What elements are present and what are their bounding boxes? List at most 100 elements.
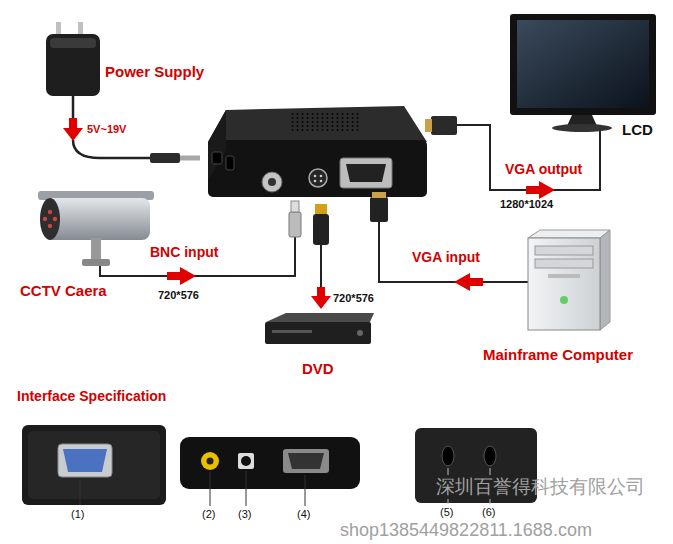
red-arrow xyxy=(63,128,83,141)
red-arrow xyxy=(539,181,555,199)
vga-output-cable xyxy=(425,116,600,190)
red-arrow xyxy=(469,278,483,286)
vga-port-photo xyxy=(63,449,107,472)
cctv-camera xyxy=(40,198,60,240)
converter-box xyxy=(340,158,392,188)
vga-output-cable xyxy=(431,116,457,135)
computer-tower xyxy=(528,230,610,330)
device-name: CCTV Caera xyxy=(20,282,109,299)
bnc-cable xyxy=(289,212,301,237)
av-ports-photo xyxy=(283,449,329,473)
computer-tower xyxy=(528,238,600,330)
av-ports-photo xyxy=(210,471,305,506)
converter-box xyxy=(290,113,360,131)
device-label: LCD xyxy=(622,121,655,138)
av-ports-photo xyxy=(180,437,360,489)
power-adapter xyxy=(150,153,180,163)
callout-number: (3) xyxy=(238,508,251,521)
red-arrow xyxy=(311,296,331,309)
device-name: Mainframe Computer xyxy=(483,346,636,363)
vga-port-photo xyxy=(58,444,112,477)
vga-input-cable xyxy=(379,222,528,282)
signal-label: 720*576 xyxy=(158,289,199,302)
computer-tower xyxy=(600,230,610,330)
red-arrow xyxy=(526,186,540,194)
power-adapter xyxy=(73,96,150,158)
av-ports-photo xyxy=(241,456,251,466)
device-name: Power Supply xyxy=(105,63,207,80)
cctv-camera xyxy=(43,217,47,221)
red-arrow xyxy=(167,272,181,280)
signal-label: 720*576 xyxy=(333,292,374,305)
lcd-monitor xyxy=(517,20,649,108)
av-ports-photo xyxy=(207,458,214,465)
cctv-camera xyxy=(91,238,101,262)
device-label: Power Supply xyxy=(105,63,207,80)
converter-box xyxy=(346,164,386,182)
vga-port-photo xyxy=(28,431,160,499)
av-ports-photo xyxy=(180,437,360,506)
av-ports-photo xyxy=(201,452,219,470)
watermark: 深圳百誉得科技有限公司 xyxy=(436,477,645,496)
callout-number: (2) xyxy=(202,508,215,521)
lcd-monitor xyxy=(510,14,656,132)
device-label: Mainframe Computer xyxy=(483,346,636,363)
power-adapter xyxy=(50,38,96,48)
s-video-cable xyxy=(315,204,327,215)
red-arrow xyxy=(180,267,196,285)
s-video-cable xyxy=(313,204,329,289)
bnc-cable xyxy=(291,201,299,212)
converter-box xyxy=(208,106,427,197)
power-adapter xyxy=(46,22,200,163)
dvd-player xyxy=(265,313,374,344)
red-arrow xyxy=(454,273,483,291)
lcd-monitor xyxy=(552,124,612,132)
red-arrow xyxy=(167,267,196,285)
bnc-cable xyxy=(100,201,301,276)
red-arrow xyxy=(454,273,470,291)
vga-input-cable xyxy=(370,197,388,222)
red-arrow xyxy=(69,118,77,129)
cctv-camera xyxy=(48,210,52,214)
device-name: LCD xyxy=(622,121,655,138)
watermark: shop1385449822811.1688.com xyxy=(340,521,592,539)
signal-label: VGA input xyxy=(412,249,480,265)
s-video-cable xyxy=(320,245,322,289)
dvd-player xyxy=(357,330,363,336)
converter-box xyxy=(314,180,317,183)
vga-output-cable xyxy=(457,125,600,190)
signal-label: 1280*1024 xyxy=(500,198,553,211)
red-arrow xyxy=(526,181,555,199)
computer-tower xyxy=(548,274,580,278)
computer-tower xyxy=(535,259,593,268)
signal-label: Interface Specification xyxy=(17,388,166,404)
device-name: DVD xyxy=(302,360,336,377)
dvd-player xyxy=(265,322,371,344)
vga-output-cable xyxy=(425,119,432,132)
power-ports-photo xyxy=(484,446,496,466)
power-adapter xyxy=(46,34,100,96)
signal-label: VGA output xyxy=(505,161,582,177)
signal-label: BNC input xyxy=(150,244,218,260)
callout-number: (1) xyxy=(71,508,84,521)
callout-number: (4) xyxy=(297,508,310,521)
dvd-player xyxy=(266,313,374,322)
vga-input-cable xyxy=(372,192,386,198)
converter-box xyxy=(268,178,276,186)
dvd-player xyxy=(272,330,312,333)
converter-box xyxy=(212,152,222,164)
converter-box xyxy=(208,110,226,180)
cctv-camera xyxy=(82,259,110,266)
cctv-camera xyxy=(53,217,57,221)
converter-box xyxy=(320,180,323,183)
converter-box xyxy=(262,172,282,192)
s-video-cable xyxy=(313,214,329,245)
converter-box xyxy=(309,169,327,187)
cctv-camera xyxy=(48,224,52,228)
computer-tower xyxy=(528,230,610,238)
converter-box xyxy=(208,106,427,142)
red-arrow xyxy=(311,287,331,309)
